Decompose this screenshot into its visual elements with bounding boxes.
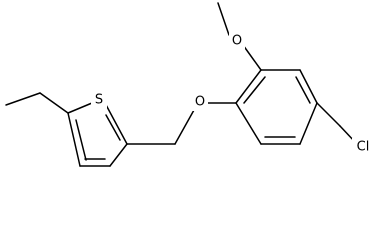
molecule-drawing: S O O Cl	[5, 2, 370, 167]
bond-thiophene-c2-c3	[109, 143, 128, 167]
bond-ethyl-ch3-ch2	[5, 92, 41, 106]
bond-thiophene-c2-s-inner	[105, 114, 121, 141]
bond-benzene-ch2cl	[316, 102, 341, 127]
ether-oxygen-atom-label: O	[195, 95, 205, 110]
chlorine-atom-label: Cl	[357, 140, 370, 155]
bond-benzene-inner-a	[243, 76, 266, 104]
bond-benzene-c4-c5	[299, 102, 318, 145]
bond-thiophene-c4-c5	[67, 112, 81, 167]
bond-benzene-c6-c1	[235, 102, 262, 145]
bond-benzene-c3-c4	[299, 69, 318, 104]
bond-ethyl-ch2-ring	[39, 92, 69, 114]
methoxy-oxygen-atom-label: O	[232, 34, 242, 49]
structure-diagram: S O O Cl	[5, 2, 370, 167]
bond-thiophene-c4-c5-inner	[75, 119, 87, 161]
sulfur-atom-label: S	[95, 93, 103, 108]
bond-thiophene-s-c2	[104, 102, 128, 145]
bond-benzene-c1-c2	[235, 69, 262, 104]
bond-benzene-inner-b	[295, 76, 311, 104]
bond-ch2-ether-o	[174, 109, 195, 145]
bond-thiophene-c5-s	[67, 102, 93, 114]
bond-benzene-methoxy-o	[242, 44, 262, 71]
bond-methoxy-o-ch3	[217, 2, 230, 36]
